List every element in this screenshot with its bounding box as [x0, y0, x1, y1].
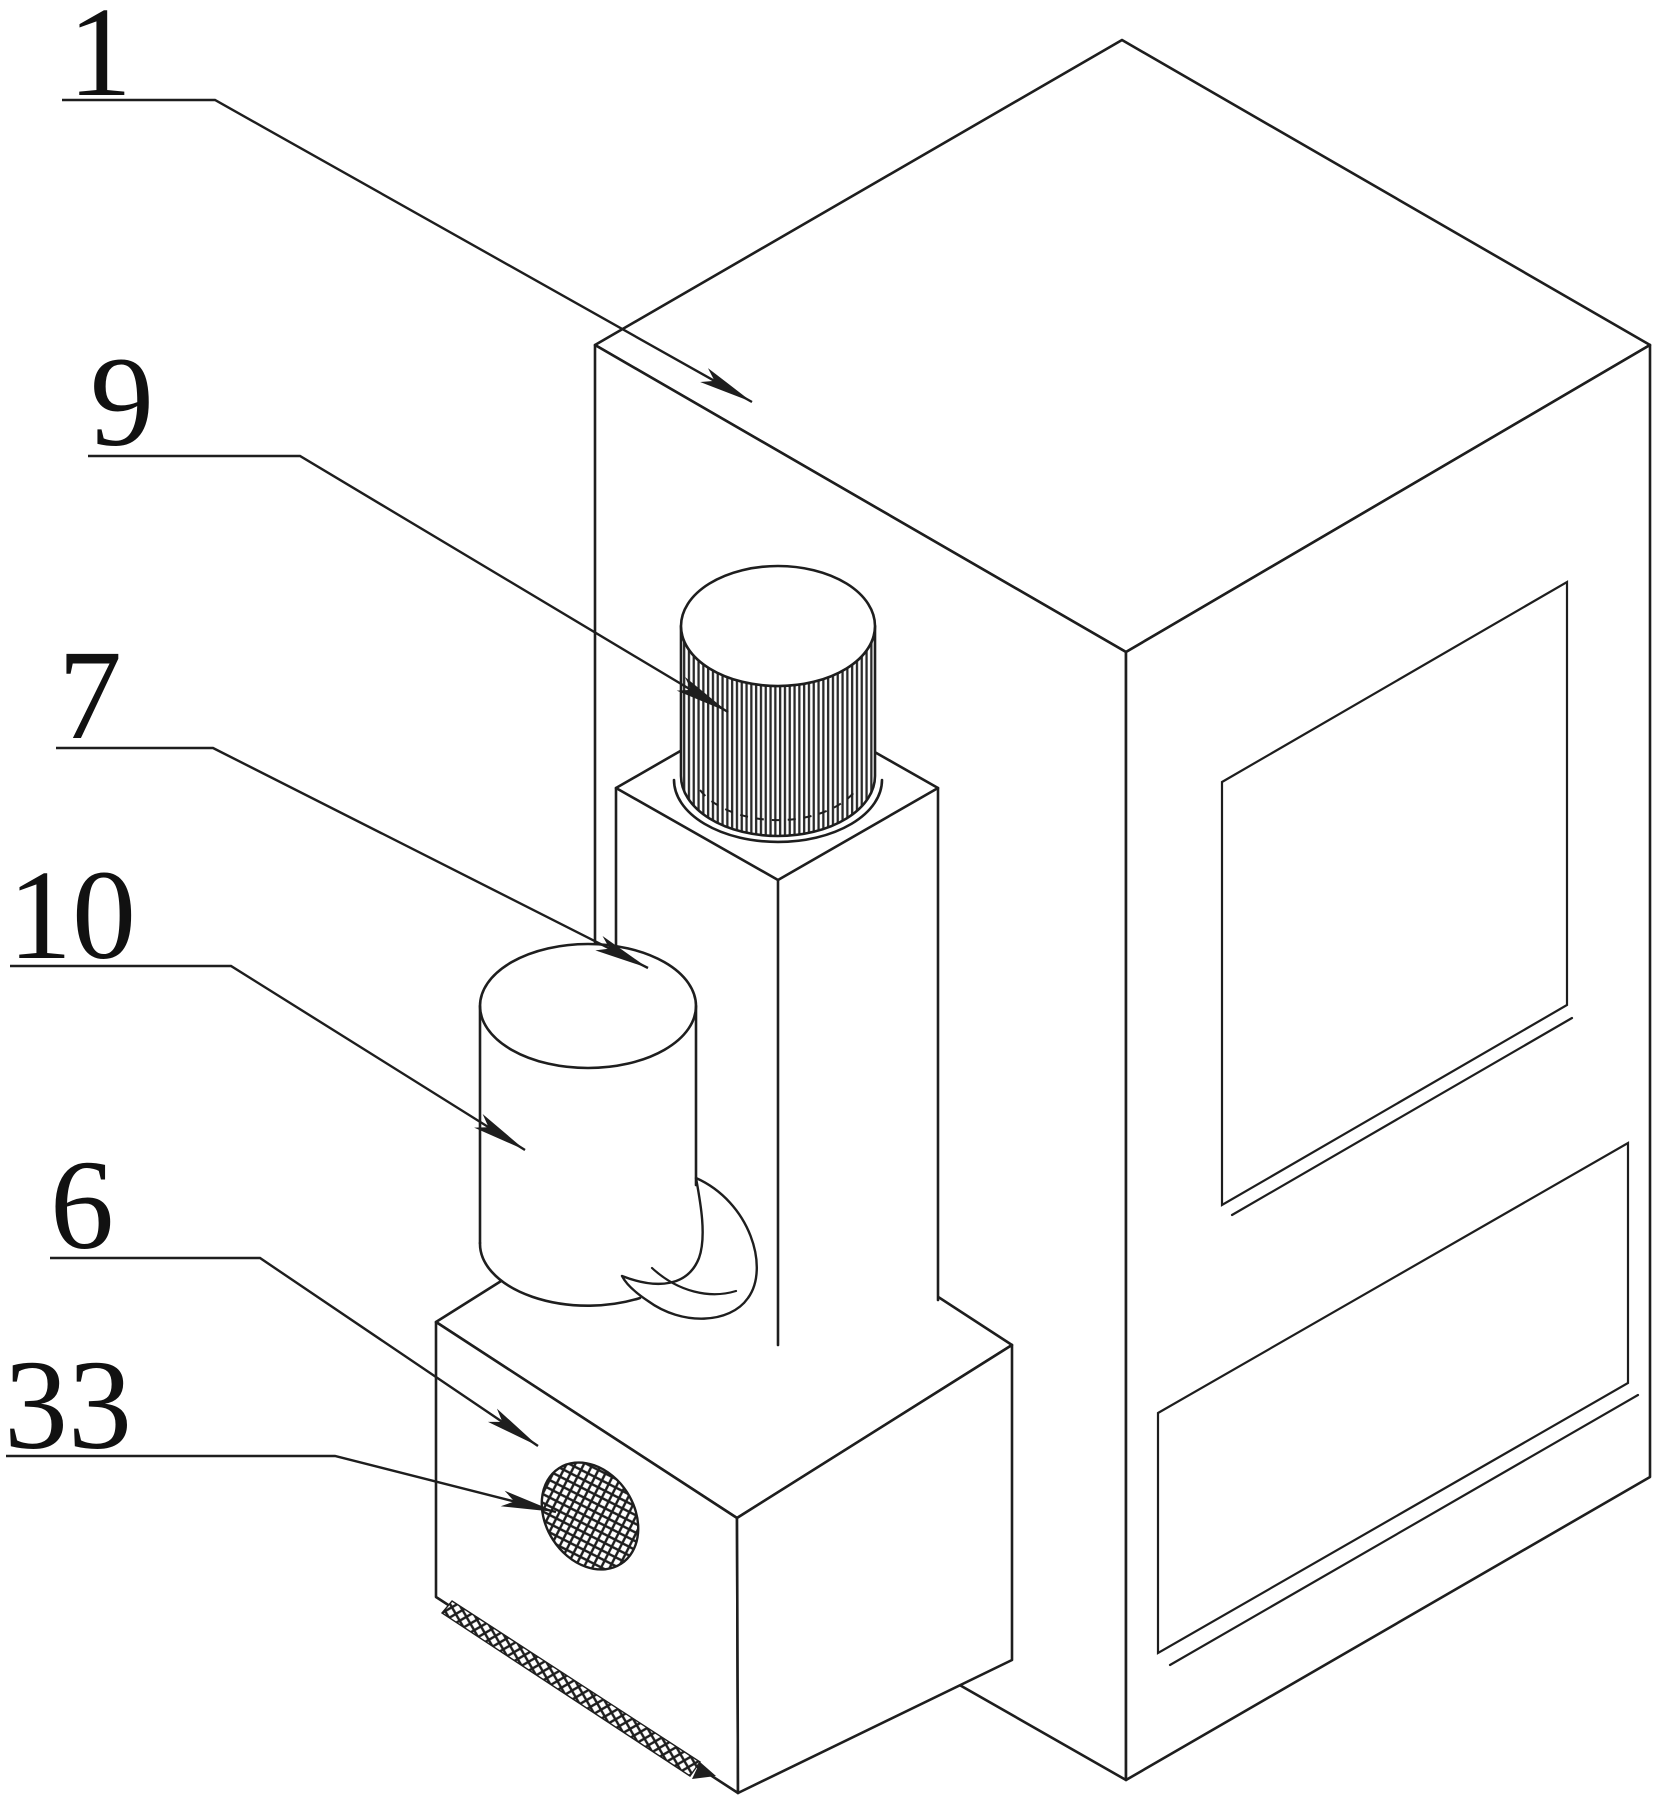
housing-lower-panel: [1156, 1141, 1640, 1667]
cap-skirt-rim: [672, 778, 884, 844]
knurled-cap: [672, 564, 884, 844]
cap-top-face: [679, 564, 877, 688]
part-number-labels: 1 9 7 10 6 33: [4, 0, 154, 1476]
base-strip-arrow-tip: [692, 1762, 716, 1779]
leader-line-part-6: [50, 1256, 539, 1447]
part-label-33: 33: [4, 1334, 132, 1476]
cap-hidden-rim: [699, 789, 857, 822]
housing-upper-panel: [1220, 580, 1574, 1217]
spout-fillet: [620, 1176, 758, 1320]
part-label-9: 9: [90, 331, 154, 473]
mesh-vent: [540, 1461, 640, 1571]
mount-box-right-face: [735, 1343, 1014, 1795]
part-label-10: 10: [8, 844, 136, 986]
cylinder-top-face: [478, 942, 698, 1070]
part-label-6: 6: [50, 1134, 114, 1276]
part-label-1: 1: [68, 0, 132, 123]
part-label-7: 7: [58, 624, 122, 766]
leader-line-part-10: [10, 964, 526, 1152]
leader-lines: [6, 98, 753, 1514]
leader-line-part-7: [56, 746, 649, 970]
leader-line-part-33: [6, 1454, 557, 1514]
leader-line-part-9: [88, 454, 729, 714]
leader-line-part-1: [62, 98, 753, 404]
base-strip-hatched: [440, 1600, 716, 1779]
housing-right-face: [1124, 343, 1652, 1782]
